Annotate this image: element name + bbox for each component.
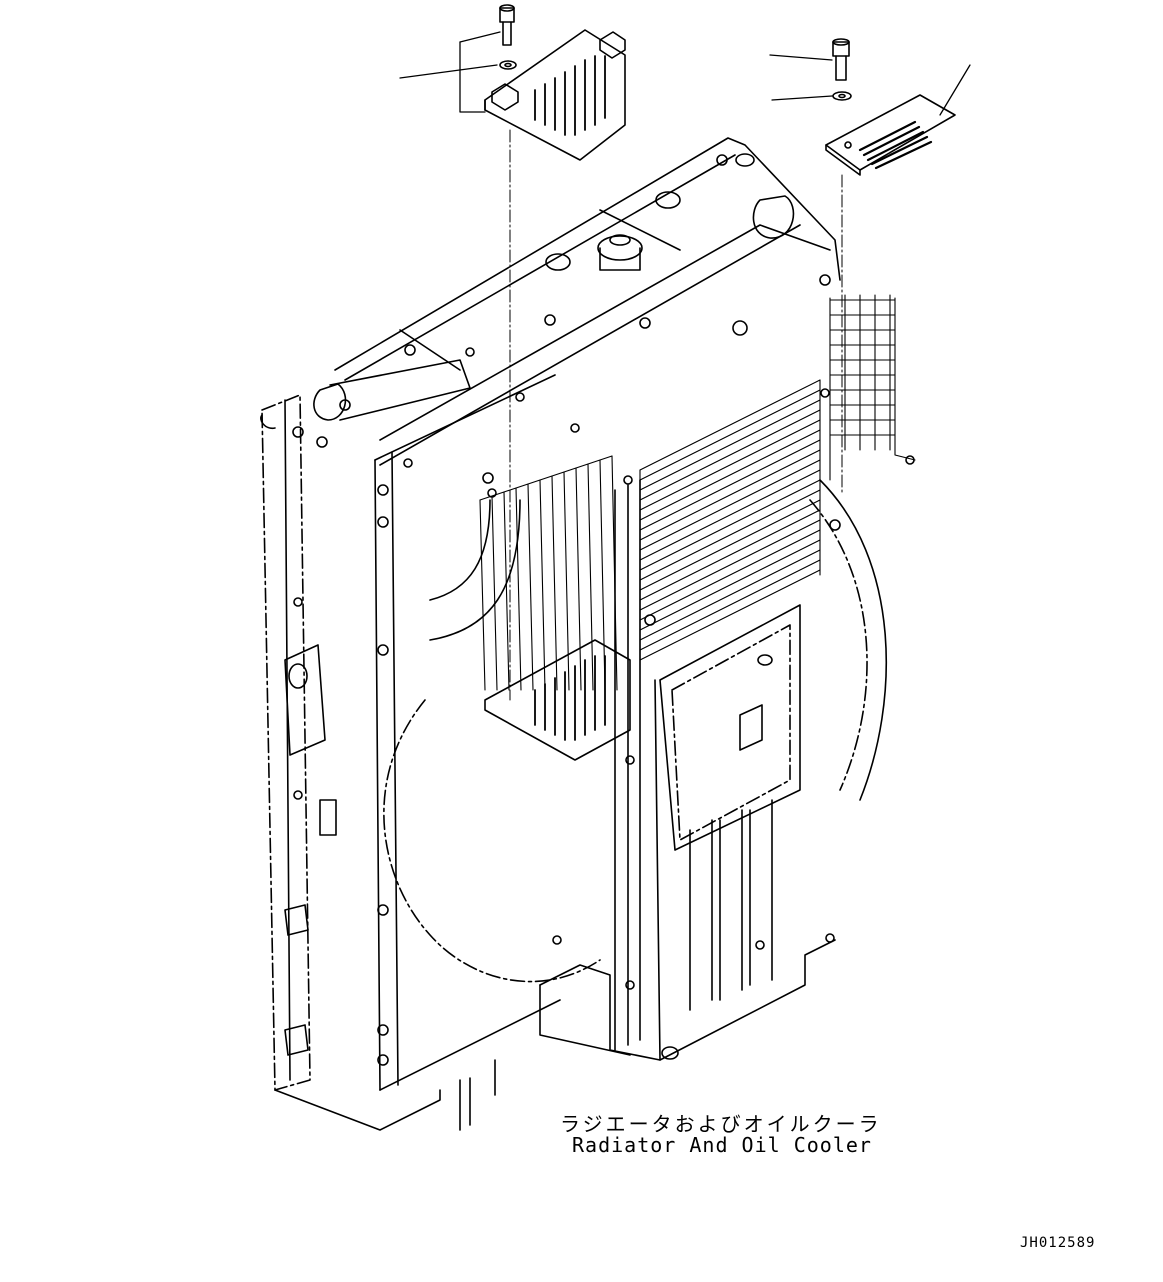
cover-plate-right-fins — [858, 120, 933, 170]
alignment-lines — [509, 129, 843, 701]
radiator-core-left — [479, 455, 618, 691]
washer-left — [499, 60, 517, 70]
caption-japanese: ラジエータおよびオイルクーラ — [560, 1112, 882, 1136]
drawing-number: JH012589 — [1020, 1235, 1096, 1251]
filler-cap — [597, 234, 643, 271]
oil-cooler-core — [639, 379, 821, 671]
leader-lines-left — [399, 31, 501, 113]
caption-english: Radiator And Oil Cooler — [572, 1133, 872, 1157]
bolt-left — [499, 4, 515, 46]
cover-plate-left-fins — [534, 55, 606, 136]
radiator-assembly — [260, 137, 916, 1131]
leader-lines-right — [769, 54, 971, 116]
cover-plate-left — [484, 29, 626, 161]
bolt-right — [832, 38, 850, 81]
washer-right — [832, 91, 852, 101]
cover-plate-installed — [484, 639, 631, 761]
upper-cooler-core — [829, 294, 916, 481]
frame-bolts — [292, 154, 915, 1066]
cover-plate-right — [825, 94, 956, 176]
